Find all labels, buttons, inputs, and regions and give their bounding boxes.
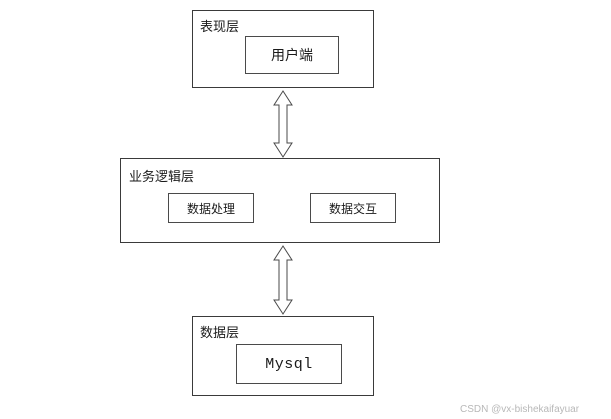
connector-business-data xyxy=(271,244,295,316)
component-data-processing: 数据处理 xyxy=(168,193,254,223)
connector-presentation-business xyxy=(271,89,295,159)
layer-label-business: 业务逻辑层 xyxy=(129,169,195,184)
component-mysql: Mysql xyxy=(236,344,342,384)
layer-label-data: 数据层 xyxy=(200,325,240,340)
component-data-interaction: 数据交互 xyxy=(310,193,396,223)
component-client: 用户端 xyxy=(245,36,339,74)
layer-label-presentation: 表现层 xyxy=(200,19,240,34)
watermark-text: CSDN @vx-bishekaifayuar xyxy=(460,404,580,415)
